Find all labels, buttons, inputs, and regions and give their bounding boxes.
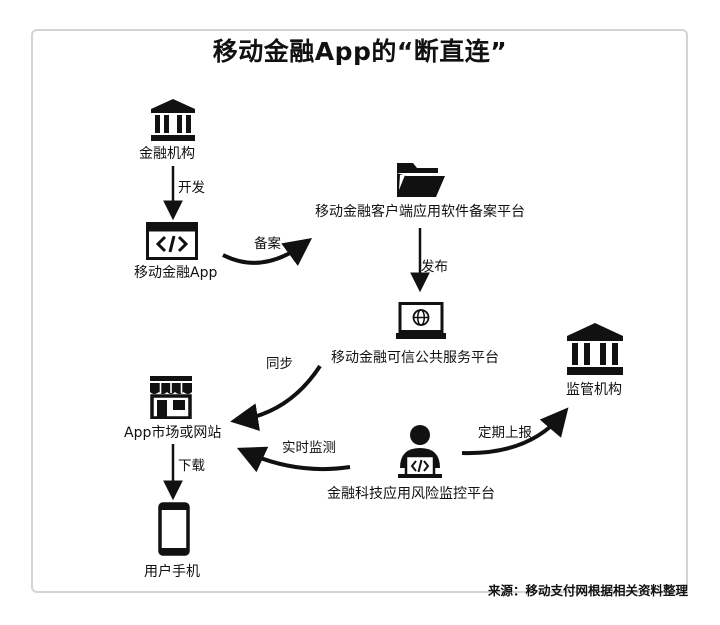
developer-laptop-icon <box>398 425 442 478</box>
arrow-sync <box>230 364 322 431</box>
diagram-frame <box>31 29 688 593</box>
edge-label-filing: 备案 <box>254 236 281 252</box>
edge-label-realtime-monitor: 实时监测 <box>282 440 336 456</box>
laptop-globe-icon <box>396 302 446 339</box>
bank-icon <box>567 323 623 375</box>
storefront-icon <box>150 376 192 419</box>
arrow-filing <box>222 238 313 266</box>
node-user-phone: 用户手机 <box>144 564 200 580</box>
node-app-store: App市场或网站 <box>124 425 222 441</box>
node-risk-platform: 金融科技应用风险监控平台 <box>327 486 495 502</box>
edge-label-sync: 同步 <box>266 356 293 372</box>
edge-label-publish: 发布 <box>421 259 448 275</box>
node-trusted-platform: 移动金融可信公共服务平台 <box>331 350 499 366</box>
node-financial-institution: 金融机构 <box>139 146 195 162</box>
edge-label-report: 定期上报 <box>478 425 532 441</box>
node-regulator: 监管机构 <box>566 382 622 398</box>
edge-label-download: 下载 <box>178 458 205 474</box>
arrow-realtime-monitor <box>236 446 351 473</box>
smartphone-icon <box>158 502 190 556</box>
diagram-title: 移动金融App的“断直连” <box>212 37 508 66</box>
edge-label-develop: 开发 <box>178 180 205 196</box>
code-window-icon <box>146 222 198 260</box>
source-note: 来源：移动支付网根据相关资料整理 <box>487 583 688 598</box>
node-filing-platform: 移动金融客户端应用软件备案平台 <box>315 204 525 220</box>
bank-icon <box>151 99 195 141</box>
node-mobile-app: 移动金融App <box>134 265 218 281</box>
folder-icon <box>397 163 445 197</box>
arrow-report <box>461 407 569 456</box>
